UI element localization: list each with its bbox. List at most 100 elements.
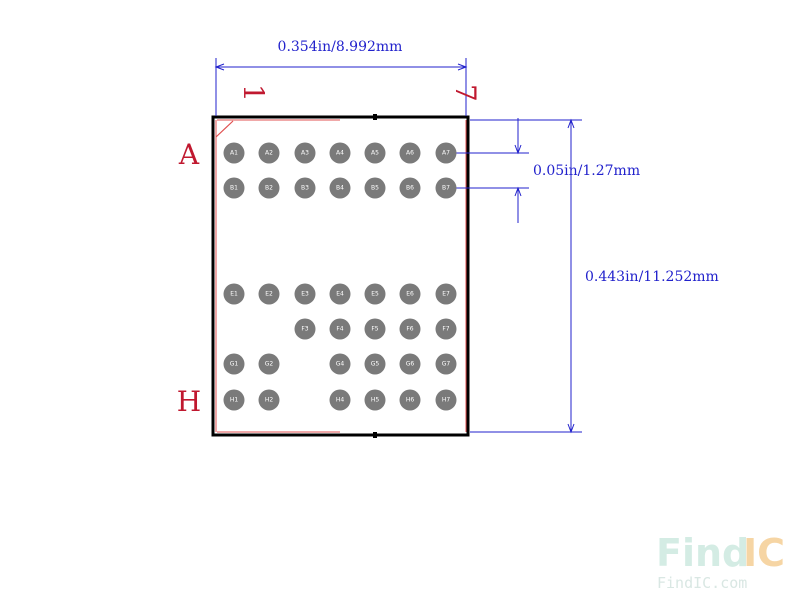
ball-label: A4 (336, 150, 344, 157)
ball-circle (223, 353, 245, 375)
ball-label: H1 (230, 397, 239, 404)
ball-label: E7 (442, 291, 450, 298)
row-label-last: H (177, 385, 201, 418)
ball-H4: H4 (329, 389, 351, 411)
ball-circle (364, 318, 386, 340)
ball-circle (329, 389, 351, 411)
ball-circle (329, 142, 351, 164)
pin1-marker (215, 120, 234, 138)
ball-label: F6 (406, 326, 413, 333)
ball-label: G7 (442, 361, 451, 368)
col-label-first: 1 (237, 84, 270, 102)
ball-A1: A1 (223, 142, 245, 164)
ball-circle (399, 142, 421, 164)
ball-label: H4 (336, 397, 345, 404)
ball-label: A7 (442, 150, 450, 157)
ball-F5: F5 (364, 318, 386, 340)
ball-label: G5 (371, 361, 380, 368)
ball-circle (329, 353, 351, 375)
ball-circle (329, 318, 351, 340)
ball-E7: E7 (435, 283, 457, 305)
ball-B3: B3 (294, 177, 316, 199)
ball-B5: B5 (364, 177, 386, 199)
width-arrow-right (457, 63, 468, 71)
ball-label: E5 (371, 291, 379, 298)
ball-label: G2 (265, 361, 274, 368)
ball-A5: A5 (364, 142, 386, 164)
ball-B6: B6 (399, 177, 421, 199)
ball-circle (294, 142, 316, 164)
width-arrow-left (214, 63, 225, 71)
height-dimension-text: 0.443in/11.252mm (585, 269, 719, 285)
ball-H6: H6 (399, 389, 421, 411)
ball-circle (364, 353, 386, 375)
ball-circle (364, 389, 386, 411)
center-mark-top (373, 114, 377, 120)
ball-label: B1 (230, 185, 238, 192)
ball-label: A6 (406, 150, 414, 157)
ball-circle (399, 177, 421, 199)
ball-label: F5 (371, 326, 378, 333)
center-mark-bottom (373, 432, 377, 438)
ball-circle (399, 353, 421, 375)
ball-G4: G4 (329, 353, 351, 375)
pitch-arrow-bottom (514, 186, 522, 197)
ball-label: A2 (265, 150, 273, 157)
ball-label: A1 (230, 150, 238, 157)
ball-E5: E5 (364, 283, 386, 305)
ball-circle (435, 353, 457, 375)
ball-F4: F4 (329, 318, 351, 340)
pitch-arrow-top (514, 144, 522, 155)
ball-label: G6 (406, 361, 415, 368)
ball-G7: G7 (435, 353, 457, 375)
ball-circle (258, 177, 280, 199)
ball-E1: E1 (223, 283, 245, 305)
ball-circle (399, 389, 421, 411)
ball-B2: B2 (258, 177, 280, 199)
ball-B4: B4 (329, 177, 351, 199)
ball-label: B6 (406, 185, 414, 192)
ball-E3: E3 (294, 283, 316, 305)
ball-G2: G2 (258, 353, 280, 375)
ball-H2: H2 (258, 389, 280, 411)
ball-circle (294, 283, 316, 305)
ball-circle (399, 318, 421, 340)
ball-H1: H1 (223, 389, 245, 411)
ball-G5: G5 (364, 353, 386, 375)
ball-B1: B1 (223, 177, 245, 199)
ball-A7: A7 (435, 142, 457, 164)
ball-label: H5 (371, 397, 380, 404)
ball-circle (294, 177, 316, 199)
watermark-logo-find: Find (656, 531, 749, 575)
ball-A2: A2 (258, 142, 280, 164)
ball-E2: E2 (258, 283, 280, 305)
ball-circle (435, 318, 457, 340)
ball-label: B7 (442, 185, 450, 192)
ball-circle (435, 177, 457, 199)
ball-label: E3 (301, 291, 309, 298)
ball-G1: G1 (223, 353, 245, 375)
ball-label: E2 (265, 291, 273, 298)
ball-label: A3 (301, 150, 309, 157)
ball-label: H6 (406, 397, 415, 404)
package-outline (211, 115, 470, 437)
ball-A6: A6 (399, 142, 421, 164)
ball-A3: A3 (294, 142, 316, 164)
ball-F7: F7 (435, 318, 457, 340)
ball-label: H2 (265, 397, 274, 404)
ball-circle (223, 177, 245, 199)
ball-A4: A4 (329, 142, 351, 164)
ball-circle (399, 283, 421, 305)
ball-circle (329, 177, 351, 199)
ball-label: B4 (336, 185, 344, 192)
ball-E4: E4 (329, 283, 351, 305)
ball-circle (435, 389, 457, 411)
width-dimension-text: 0.354in/8.992mm (278, 39, 403, 55)
ball-label: E1 (230, 291, 238, 298)
ball-circle (258, 142, 280, 164)
height-arrow-top (567, 118, 575, 129)
ball-E6: E6 (399, 283, 421, 305)
ball-circle (364, 142, 386, 164)
